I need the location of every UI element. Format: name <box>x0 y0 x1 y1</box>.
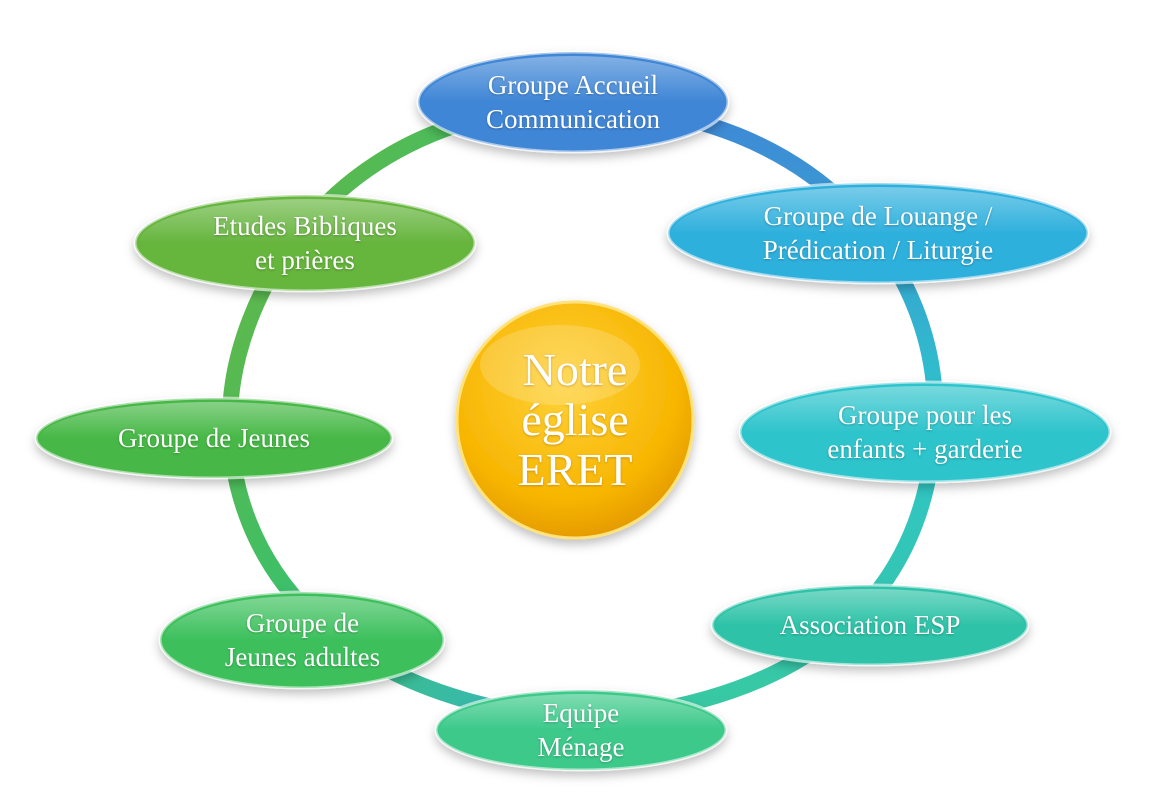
node-label-menage: Equipe Ménage <box>537 698 625 762</box>
node-label-jeunes: Groupe de Jeunes <box>118 423 310 453</box>
center-circle <box>455 300 695 540</box>
node-menage <box>434 688 728 772</box>
node-label-etudes: Etudes Bibliques et prières <box>213 211 397 275</box>
node-jeunes-ad <box>158 590 446 690</box>
center-label: Notre église ERET <box>517 344 633 495</box>
node-jeunes <box>34 396 394 480</box>
node-accueil <box>416 50 730 154</box>
node-label-jeunes-ad: Groupe de Jeunes adultes <box>224 608 381 672</box>
node-label-enfants: Groupe pour les enfants + garderie <box>827 400 1023 464</box>
node-enfants <box>738 380 1112 484</box>
node-label-accueil: Groupe Accueil Communication <box>486 70 660 134</box>
node-label-esp: Association ESP <box>779 610 961 640</box>
node-louange <box>666 181 1090 285</box>
node-etudes <box>133 193 477 293</box>
node-label-louange: Groupe de Louange / Prédication / Liturg… <box>762 201 994 265</box>
node-esp <box>710 583 1030 667</box>
